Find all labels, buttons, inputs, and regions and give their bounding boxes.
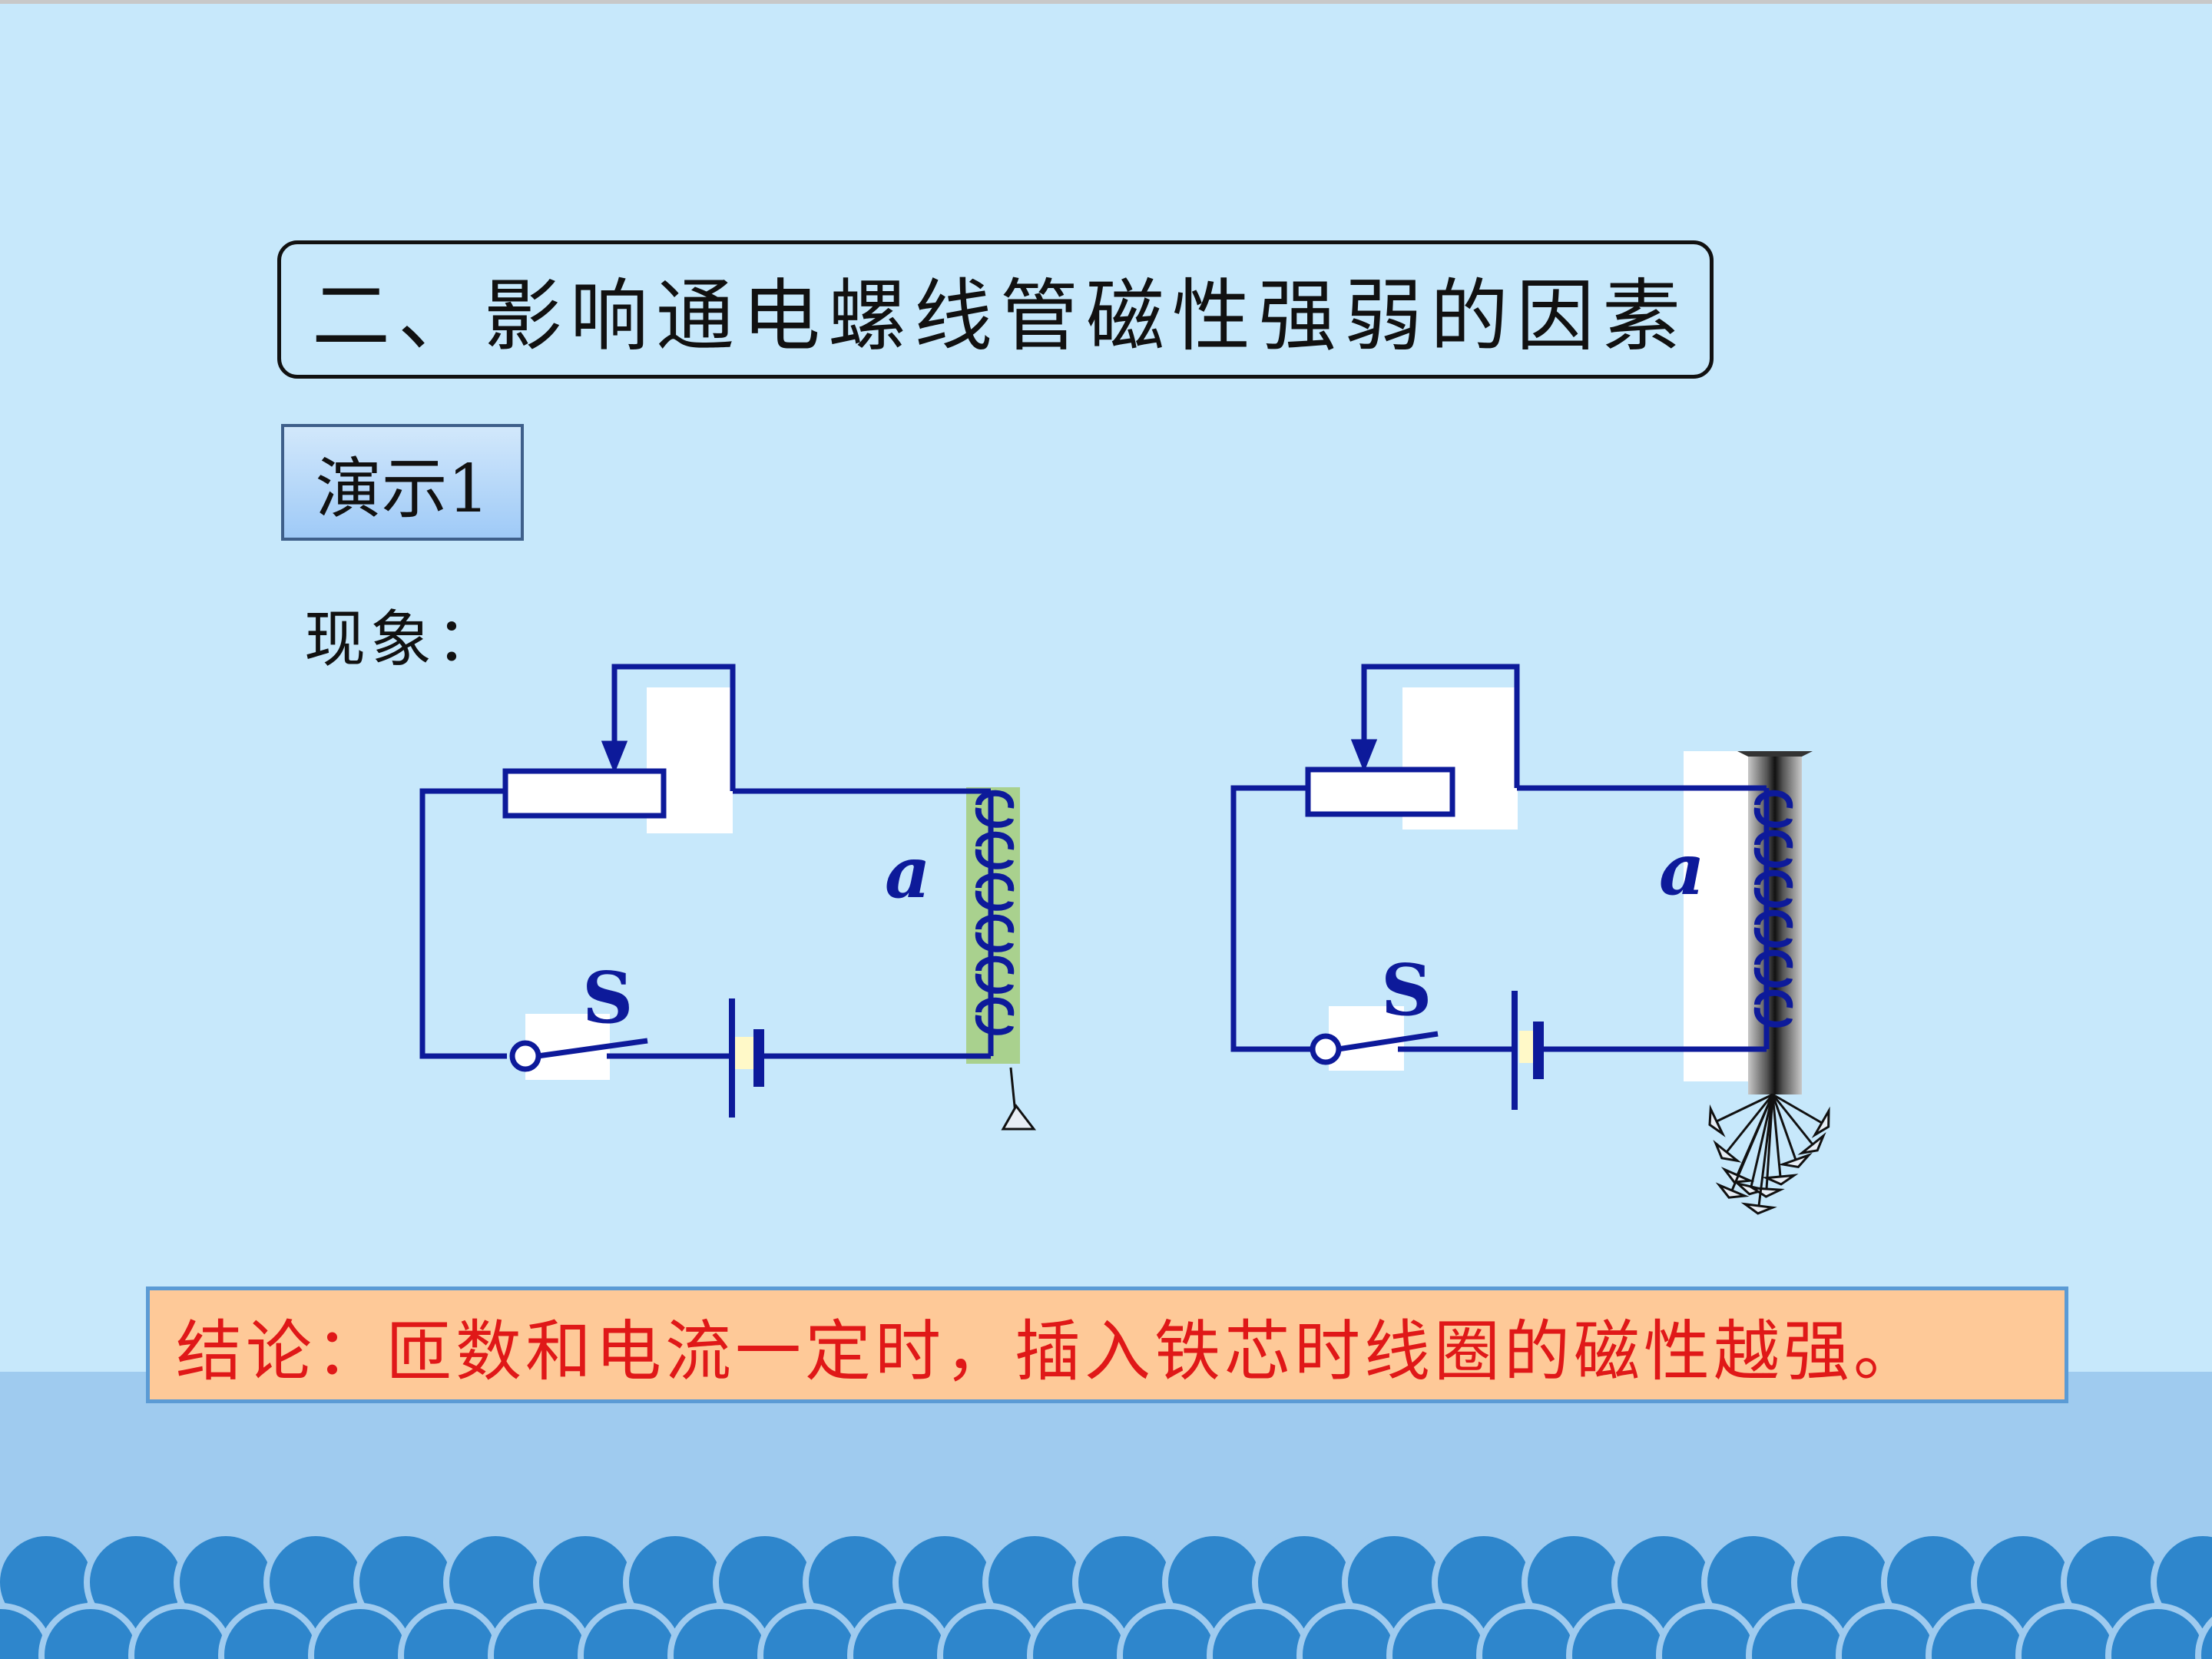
demo-box: 演示1 (281, 424, 524, 541)
nail-icon (1750, 1094, 1774, 1187)
nail-icon (1771, 1094, 1782, 1177)
nail-icon (1771, 1094, 1797, 1161)
nail-icon (1001, 1067, 1037, 1131)
coil-turns (1753, 790, 1793, 1028)
switch-lever (1337, 1031, 1439, 1052)
rheostat (502, 768, 667, 819)
switch-label-left: S (582, 956, 634, 1039)
iron-core (1748, 757, 1802, 1094)
coil-turn (975, 873, 1015, 911)
coil-label-left: a (885, 831, 931, 914)
highlight-patch (733, 1037, 757, 1069)
conclusion-box: 结论：匝数和电流一定时，插入铁芯时线圈的磁性越强。 (146, 1286, 2068, 1403)
nails-cluster-icon (1708, 1093, 1830, 1215)
circuit-left (419, 664, 1037, 1131)
coil-turn (975, 914, 1015, 952)
conclusion-text: 结论：匝数和电流一定时，插入铁芯时线圈的磁性越强。 (176, 1313, 1923, 1390)
switch-pivot (509, 1040, 541, 1072)
nail-head (1778, 1152, 1813, 1169)
nail-head (1797, 1131, 1826, 1155)
coil-turn (1753, 830, 1793, 868)
title-box: 二、影响通电螺线管磁性强弱的因素 (277, 240, 1714, 379)
wire (419, 788, 507, 1059)
iron-core-head (1737, 751, 1813, 757)
wave-scallop (2195, 1616, 2212, 1659)
coil-turns (975, 790, 1015, 1035)
page-title: 二、影响通电螺线管磁性强弱的因素 (312, 270, 1688, 363)
nail-icon (1716, 1093, 1773, 1123)
nail-head (1740, 1202, 1777, 1215)
highlight-patch (1684, 751, 1760, 1081)
wire (611, 664, 736, 791)
wire (1230, 785, 1313, 1052)
nail-icon (1725, 1094, 1774, 1153)
nail-icon (1757, 1094, 1774, 1207)
coil-label-right: a (1659, 828, 1705, 911)
nail-head (1811, 1106, 1830, 1138)
phenomenon-label: 现象： (304, 604, 502, 675)
nail-head (1708, 1104, 1726, 1137)
coil-turn (1753, 949, 1793, 988)
nail-icon (1730, 1094, 1774, 1191)
wire (1361, 664, 1520, 788)
coil-turn (1753, 989, 1793, 1028)
nail-head (1762, 1174, 1799, 1186)
slider-arrow (1350, 739, 1378, 773)
rheostat (1305, 767, 1455, 817)
coil-turn (975, 955, 1015, 994)
coil-turn (975, 997, 1015, 1035)
nail-icon (1772, 1093, 1823, 1124)
coil-turn (975, 831, 1015, 869)
switch-lever (537, 1038, 648, 1059)
nail-head (1715, 1182, 1750, 1199)
wave-decoration (0, 1530, 2212, 1659)
top-border (0, 0, 2212, 4)
coil-turn (1753, 909, 1793, 948)
demo-label: 演示1 (315, 450, 490, 528)
slider-arrow (601, 740, 628, 774)
coil-turn (1753, 790, 1793, 828)
switch-label-right: S (1381, 949, 1432, 1031)
circuit-right (1230, 664, 1830, 1215)
nail-icon (1771, 1094, 1814, 1145)
coil-turn (1753, 869, 1793, 908)
switch-pivot (1310, 1033, 1342, 1065)
coil-turn (975, 790, 1015, 828)
nail-head (1713, 1139, 1742, 1163)
